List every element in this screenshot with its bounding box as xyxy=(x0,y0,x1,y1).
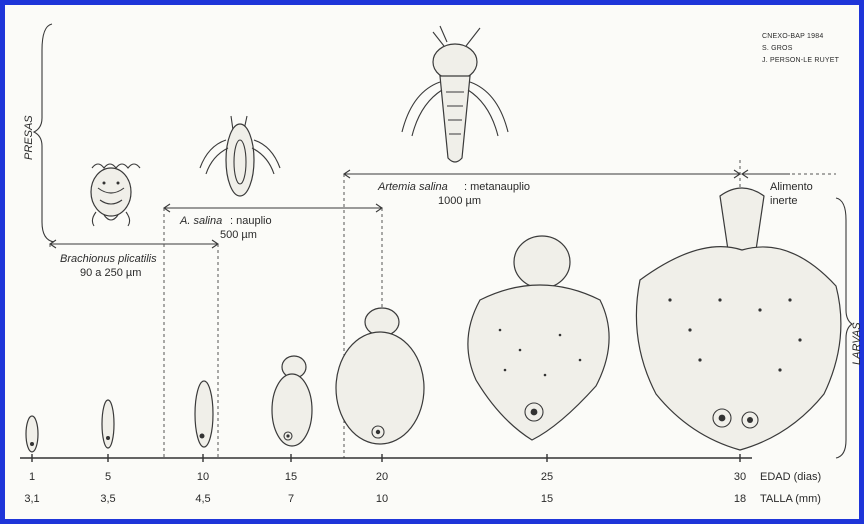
edad-value: 1 xyxy=(29,471,35,483)
larva-day-5 xyxy=(102,400,114,448)
brachionus-drawing xyxy=(91,164,140,226)
alimento-line-1: Alimento xyxy=(770,181,813,193)
talla-value: 15 xyxy=(541,493,553,505)
presas-label: PRESAS xyxy=(23,115,35,160)
edad-value: 10 xyxy=(197,471,209,483)
metanauplio-word: : metanauplio xyxy=(464,181,530,193)
metanauplio-size: 1000 µm xyxy=(438,195,481,207)
larva-day-10 xyxy=(195,381,213,447)
larva-day-20 xyxy=(336,308,424,444)
nauplio-name: A. salina xyxy=(179,215,222,227)
brachionus-name: Brachionus plicatilis xyxy=(60,253,157,265)
edad-value: 20 xyxy=(376,471,388,483)
talla-value: 3,5 xyxy=(100,493,115,505)
larva-day-1 xyxy=(26,416,38,452)
larva-day-15 xyxy=(272,356,312,446)
talla-value: 7 xyxy=(288,493,294,505)
alimento-line-2: inerte xyxy=(770,195,798,207)
larva-day-25 xyxy=(468,236,609,440)
nauplio-drawing xyxy=(200,116,280,196)
talla-axis-title: TALLA (mm) xyxy=(760,493,821,505)
edad-axis-title: EDAD (dias) xyxy=(760,471,821,483)
edad-value: 30 xyxy=(734,471,746,483)
edad-value: 5 xyxy=(105,471,111,483)
brachionus-size: 90 a 250 µm xyxy=(80,267,141,279)
larva-day-30 xyxy=(636,188,841,450)
nauplio-size: 500 µm xyxy=(220,229,257,241)
metanauplio-drawing xyxy=(402,26,508,162)
presas-brace xyxy=(34,24,54,242)
nauplio-word: : nauplio xyxy=(230,215,272,227)
credit-line-1: CNEXO-BAP 1984 xyxy=(762,33,823,40)
talla-value: 18 xyxy=(734,493,746,505)
credit-line-2: S. GROS xyxy=(762,45,793,52)
edad-value: 15 xyxy=(285,471,297,483)
talla-value: 3,1 xyxy=(24,493,39,505)
talla-value: 10 xyxy=(376,493,388,505)
metanauplio-name: Artemia salina xyxy=(377,181,448,193)
edad-value: 25 xyxy=(541,471,553,483)
talla-value: 4,5 xyxy=(195,493,210,505)
credit-line-3: J. PERSON-LE RUYET xyxy=(762,57,840,64)
larvas-label: LARVAS xyxy=(851,322,863,365)
